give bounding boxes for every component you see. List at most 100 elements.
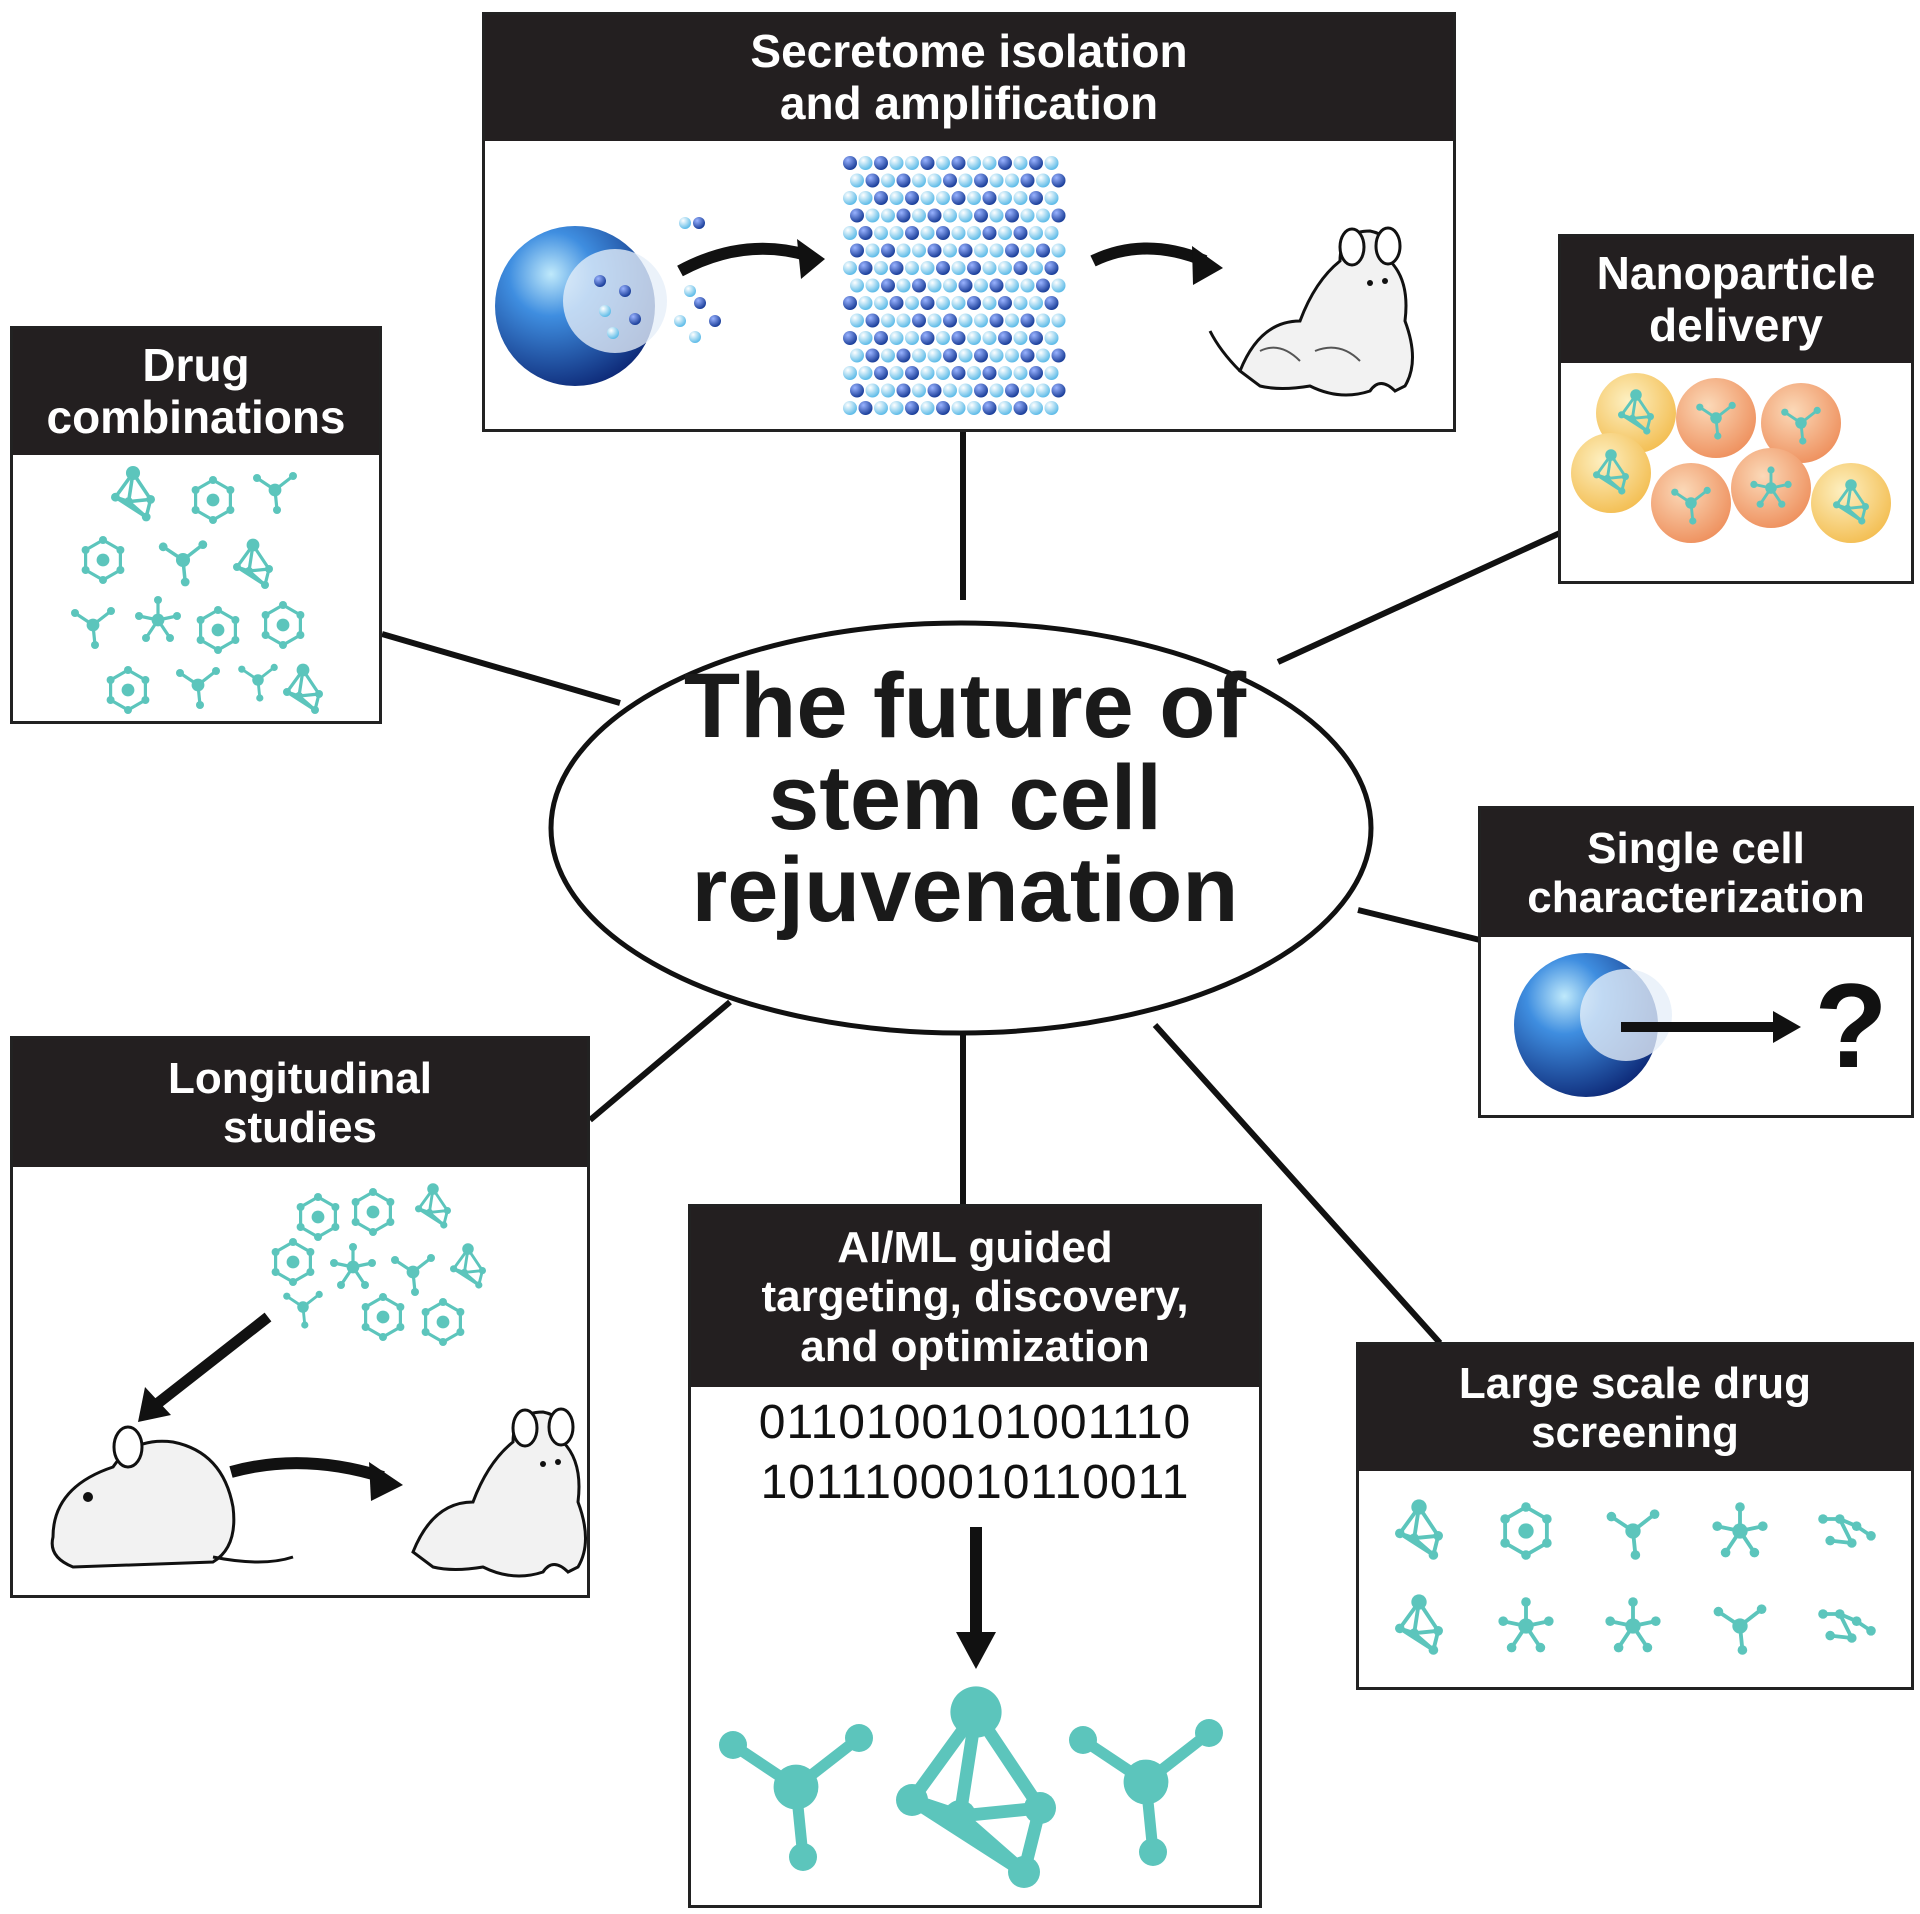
molecule-icon [1696, 401, 1736, 440]
center-title-line3: rejuvenation [691, 839, 1239, 941]
molecule-icon [158, 540, 208, 587]
center-title-line1: The future of [683, 655, 1247, 757]
molecule-icon [1395, 1594, 1443, 1655]
molecule-icon [1833, 479, 1869, 525]
panel-screening-body [1359, 1471, 1911, 1687]
binary-code-line1: 0110100101001110 [758, 1396, 1192, 1449]
panel-ai-ml-title-line2: targeting, discovery, [761, 1272, 1189, 1322]
molecule-icon [351, 1188, 395, 1236]
connector-screening [1152, 1022, 1443, 1346]
molecule-grid [1395, 1499, 1876, 1655]
molecule-icon [253, 472, 297, 514]
molecule-icon [719, 1724, 873, 1871]
panel-longitudinal-body [13, 1167, 587, 1595]
panel-single-cell-title-line1: Single cell [1587, 823, 1805, 873]
molecule-icon [81, 536, 125, 584]
panel-single-cell-title-line2: characterization [1527, 873, 1865, 922]
panel-longitudinal-title-line2: studies [222, 1103, 378, 1152]
panel-longitudinal: Longitudinal studies [10, 1036, 590, 1598]
arrow-icon [138, 1312, 272, 1422]
molecule-icon [1818, 1609, 1876, 1643]
panel-nanoparticle-body [1561, 363, 1911, 581]
molecule-icon [1618, 389, 1654, 435]
panel-drug-combinations: Drug combinations [10, 326, 382, 724]
molecule-icon [1713, 1604, 1767, 1655]
arrow-icon [1621, 1011, 1801, 1043]
molecule-icon [1498, 1597, 1554, 1653]
center-ellipse [548, 620, 1374, 1036]
panel-secretome: Secretome isolation and amplification [482, 12, 1456, 432]
molecule-icon [106, 666, 150, 714]
panel-screening-title-line2: screening [1531, 1408, 1739, 1457]
single-cell-illustration: ? [1514, 953, 1888, 1097]
molecule-icon [1500, 1502, 1552, 1560]
nanoparticle-illustration [1571, 373, 1891, 543]
molecule-icon [271, 1238, 315, 1286]
molecule-cluster [271, 1183, 486, 1346]
center-title-line2: stem cell [768, 747, 1162, 849]
panel-single-cell-header: Single cell characterization [1481, 809, 1911, 937]
connector-longitudinal [588, 999, 732, 1123]
panel-secretome-body [485, 141, 1453, 429]
molecule-icon [283, 1290, 323, 1329]
panel-drug-combinations-body [13, 455, 379, 721]
stem-cell-icon [1514, 953, 1672, 1097]
arrow-icon [1090, 242, 1223, 285]
panel-screening: Large scale drug screening [1356, 1342, 1914, 1690]
panel-secretome-header: Secretome isolation and amplification [485, 15, 1453, 141]
arrow-icon [229, 1457, 403, 1501]
panel-longitudinal-title-line1: Longitudinal [168, 1053, 432, 1103]
panel-drug-combinations-header: Drug combinations [13, 329, 379, 455]
molecule-icon [361, 1293, 405, 1341]
molecule-icon [176, 667, 220, 709]
molecule-icon [896, 1686, 1056, 1888]
panel-ai-ml: AI/ML guided targeting, discovery, and o… [688, 1204, 1262, 1908]
molecule-cluster [719, 1686, 1223, 1888]
panel-ai-ml-body: 0110100101001110 1011100010110011 [691, 1387, 1259, 1905]
molecule-icon [330, 1243, 376, 1289]
arrow-icon [677, 239, 825, 279]
panel-ai-ml-header: AI/ML guided targeting, discovery, and o… [691, 1207, 1259, 1387]
molecule-icon [415, 1183, 451, 1229]
molecule-icon [1671, 486, 1711, 525]
molecule-icon [261, 601, 305, 649]
arrow-icon [956, 1527, 996, 1669]
mouse-icon [50, 1425, 294, 1569]
molecule-icon [1069, 1719, 1223, 1866]
secretome-illustration [495, 156, 1414, 415]
panel-single-cell-body: ? [1481, 937, 1911, 1115]
panel-nanoparticle-title-line2: delivery [1649, 299, 1823, 351]
molecule-icon [1605, 1597, 1661, 1653]
molecule-icon [1606, 1509, 1660, 1560]
secretome-bead-block [843, 156, 1066, 415]
secretome-particles-icon [674, 217, 721, 343]
connector-nanoparticle [1276, 530, 1562, 665]
molecule-icon [1395, 1499, 1443, 1560]
panel-nanoparticle-header: Nanoparticle delivery [1561, 237, 1911, 363]
molecule-icon [233, 538, 273, 589]
molecule-icon [391, 1254, 435, 1296]
question-mark-icon: ? [1814, 959, 1887, 1093]
molecule-icon [1781, 406, 1821, 445]
panel-drug-combinations-title-line2: combinations [46, 391, 346, 443]
panel-longitudinal-header: Longitudinal studies [13, 1039, 587, 1167]
ai-ml-illustration [719, 1527, 1223, 1888]
panel-secretome-title-line2: and amplification [779, 77, 1159, 129]
drug-combinations-illustration [71, 465, 323, 714]
molecule-icon [283, 663, 323, 714]
molecule-icon [71, 607, 115, 649]
molecule-icon [1712, 1502, 1768, 1558]
longitudinal-illustration [50, 1183, 587, 1578]
panel-single-cell: Single cell characterization ? [1478, 806, 1914, 1118]
screening-illustration [1395, 1499, 1876, 1655]
stem-cell-icon [495, 226, 667, 386]
panel-screening-header: Large scale drug screening [1359, 1345, 1911, 1471]
nanoparticle-icon [1571, 373, 1891, 543]
connector-single-cell [1357, 907, 1481, 943]
panel-nanoparticle: Nanoparticle delivery [1558, 234, 1914, 584]
panel-secretome-title-line1: Secretome isolation [750, 25, 1188, 78]
molecule-icon [191, 476, 235, 524]
binary-code-line2: 1011100010110011 [760, 1456, 1190, 1509]
